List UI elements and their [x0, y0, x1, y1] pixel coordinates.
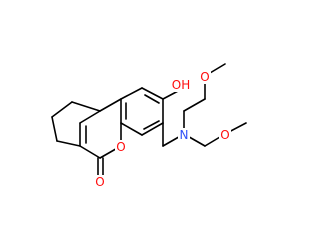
label-mask: [199, 70, 211, 84]
label-mask: [178, 128, 190, 142]
hydroxyl-label: OH: [172, 78, 190, 92]
bond: [79, 145, 101, 159]
nitrogen-label: N: [180, 128, 189, 142]
bond: [79, 110, 101, 124]
label-mask: [115, 140, 127, 154]
bond-inner: [143, 120, 160, 130]
bond: [51, 116, 58, 142]
label-mask: [171, 78, 191, 92]
bond: [71, 101, 101, 112]
bond-inner: [144, 94, 160, 104]
structure-svg: OH N O O O O: [51, 63, 247, 189]
bond: [141, 87, 164, 100]
carbonyl-oxygen-label: O: [95, 175, 104, 189]
bond: [51, 101, 73, 118]
bond: [141, 122, 164, 136]
bond: [120, 87, 143, 100]
ring-oxygen-label: O: [116, 140, 125, 154]
label-mask: [94, 175, 106, 189]
bond: [120, 122, 143, 136]
bond: [183, 98, 206, 112]
label-mask: [219, 128, 231, 142]
ether-oxygen-upper-label: O: [200, 70, 209, 84]
bond: [99, 98, 122, 112]
bonds: [51, 63, 247, 178]
ether-oxygen-lower-label: O: [220, 128, 229, 142]
molecule-diagram: OH N O O O O: [51, 63, 247, 189]
bond: [56, 140, 81, 147]
atom-labels: OH N O O O O: [94, 70, 231, 189]
